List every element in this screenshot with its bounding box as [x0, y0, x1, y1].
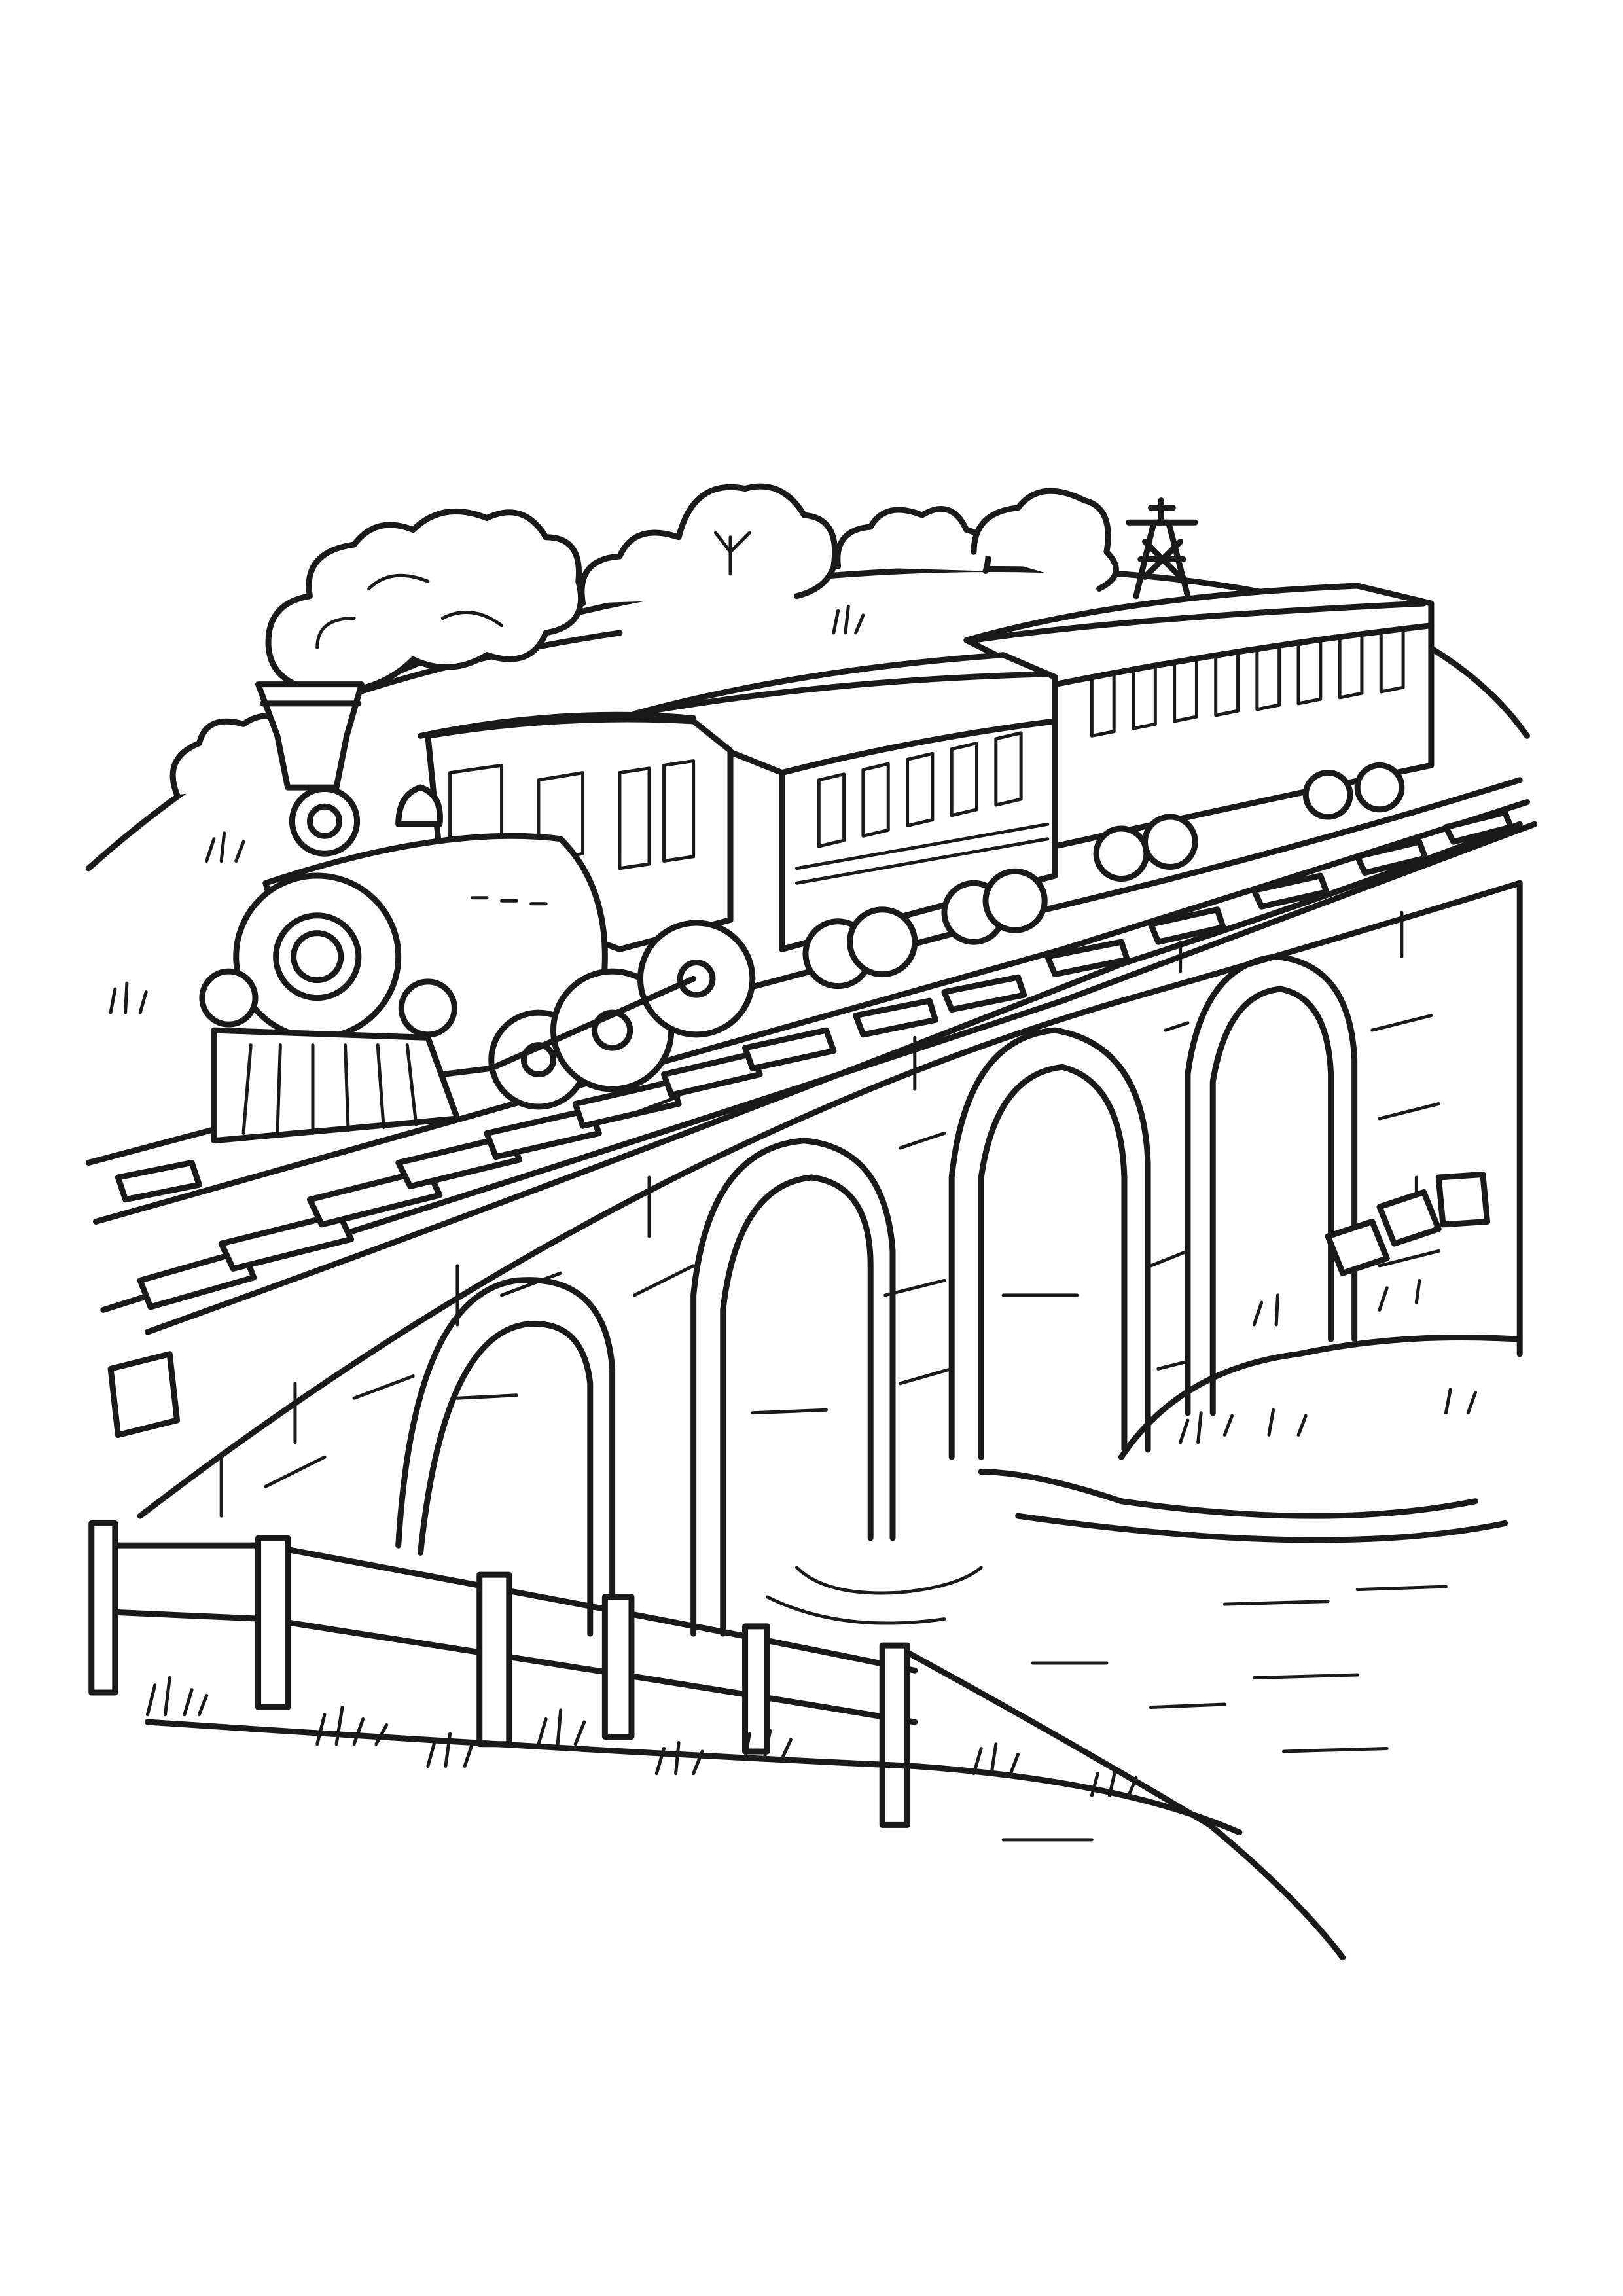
grass-tufts-foreground [147, 1678, 1136, 1796]
passenger-car-rear [967, 586, 1431, 878]
foreground-ground [147, 1722, 1239, 1833]
lattice-tower [1129, 501, 1195, 596]
bridge-stonework [221, 912, 1438, 1516]
bridge-arches [399, 957, 1355, 1634]
right-bank [1121, 1280, 1520, 1457]
passenger-car-middle [634, 655, 1055, 986]
tree-cluster-top [582, 486, 1116, 603]
steam-cloud [268, 511, 581, 691]
small-vehicles [1328, 1174, 1487, 1273]
wooden-fence [92, 1523, 915, 1825]
steam-locomotive [202, 685, 753, 1141]
grass-tufts-hill [111, 606, 863, 1013]
river [457, 1295, 1505, 1958]
